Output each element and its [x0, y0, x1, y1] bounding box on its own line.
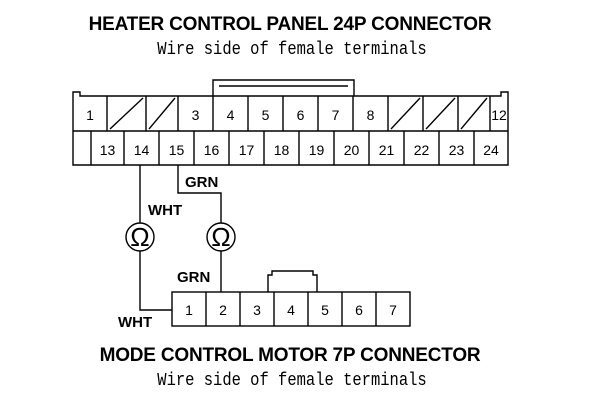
heater-pin-label: 20 [344, 142, 360, 158]
ohmmeter-left [125, 222, 155, 252]
motor-connector-title: MODE CONTROL MOTOR 7P CONNECTOR [99, 345, 481, 366]
heater-pin-label: 14 [134, 142, 150, 158]
heater-pin-label: 17 [239, 142, 255, 158]
ohmmeter-right [206, 222, 236, 252]
heater-connector-subtitle: Wire side of female terminals [157, 40, 427, 60]
heater-pin-label: 1 [86, 107, 94, 123]
heater-pin-label: 4 [227, 107, 235, 123]
heater-pin-label: 5 [262, 107, 270, 123]
ohm-symbol-right: Ω [211, 222, 230, 252]
blank-cavity-slash [390, 97, 421, 130]
heater-pin-label: 19 [309, 142, 325, 158]
heater-pin-label: 22 [414, 142, 430, 158]
motor-pin-label: 5 [321, 302, 329, 318]
blank-cavity-slash [148, 97, 176, 130]
blank-cavity-slash [460, 97, 488, 130]
wire-wht-pin1-lower [139, 251, 172, 311]
motor-pin-label: 3 [253, 302, 261, 318]
heater-pin-label: 3 [192, 107, 200, 123]
wire-label-wht-top: WHT [148, 202, 182, 219]
wire-label-grn-bottom: GRN [177, 269, 210, 286]
motor-pin-label: 6 [355, 302, 363, 318]
motor-connector-subtitle: Wire side of female terminals [157, 371, 427, 391]
heater-connector-body [72, 91, 509, 166]
heater-pin-label: 18 [274, 142, 290, 158]
heater-pin-label: 13 [100, 142, 116, 158]
heater-pin-label: 15 [169, 142, 185, 158]
blank-cavity-slash [425, 97, 456, 130]
motor-pin-label: 7 [389, 302, 397, 318]
wire-grn-pin15-upper [177, 165, 222, 223]
heater-connector-title: HEATER CONTROL PANEL 24P CONNECTOR [88, 14, 492, 35]
wire-label-grn-top: GRN [185, 174, 218, 191]
heater-pin-label: 24 [483, 142, 499, 158]
heater-pin-label: 23 [449, 142, 465, 158]
motor-connector-body [171, 291, 411, 327]
motor-pin-label: 1 [185, 302, 193, 318]
heater-pin-label: 21 [379, 142, 395, 158]
motor-pin-label: 4 [287, 302, 295, 318]
heater-pin-label: 7 [332, 107, 340, 123]
ohm-symbol-left: Ω [130, 222, 149, 252]
wire-label-wht-bottom: WHT [118, 314, 152, 331]
motor-pin-label: 2 [219, 302, 227, 318]
heater-pin-label: 8 [367, 107, 375, 123]
motor-connector-lock-tab [267, 270, 318, 292]
blank-cavity-slash [109, 97, 144, 130]
heater-pin-label: 12 [491, 107, 507, 123]
heater-pin-label: 16 [204, 142, 220, 158]
heater-connector-lock-tab [212, 79, 355, 96]
heater-pin-label: 6 [297, 107, 305, 123]
